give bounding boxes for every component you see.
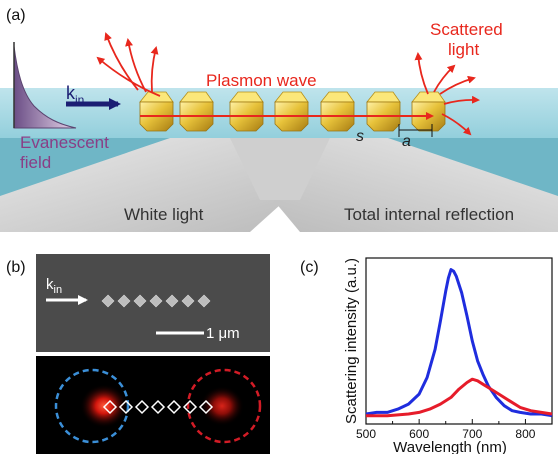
darkfield-particle	[182, 399, 198, 415]
x-tick-label: 800	[515, 427, 535, 441]
series-line-red	[366, 377, 553, 418]
beam-overlap	[230, 138, 330, 200]
darkfield-particle	[134, 399, 150, 415]
y-axis-label: Scattering intensity (a.u.)	[343, 258, 360, 424]
white-light-label: White light	[124, 205, 204, 224]
plasmon-wave-label: Plasmon wave	[206, 71, 317, 90]
scale-bar-label: 1 μm	[206, 325, 240, 342]
nanocube	[274, 91, 309, 132]
x-tick-label: 700	[462, 427, 482, 441]
sem-particle	[165, 294, 179, 308]
sem-particle	[149, 294, 163, 308]
nanoparticle-chain	[139, 91, 446, 132]
scattered-light-arrows	[96, 32, 480, 136]
scatter-arrow	[150, 46, 159, 93]
scatter-arrow	[104, 32, 139, 91]
x-axis-label: Wavelength (nm)	[393, 439, 507, 454]
nanocube	[179, 91, 214, 132]
darkfield-particle	[150, 399, 166, 415]
s-label: s	[356, 128, 364, 145]
scatter-arrow	[439, 75, 476, 95]
nanocube	[411, 91, 446, 132]
scatter-arrow	[414, 52, 429, 95]
chart-series	[365, 268, 553, 418]
sem-particle	[181, 294, 195, 308]
k-in-label: kin	[66, 83, 84, 107]
nanocube	[366, 91, 401, 132]
darkfield-particles	[102, 399, 214, 415]
right-glow	[200, 386, 244, 426]
evanescent-label-line1: Evanescent	[20, 133, 109, 152]
panel-c: (c) 500 600 700 800 Wavelength (nm) Scatter…	[300, 257, 553, 454]
tir-label: Total internal reflection	[344, 205, 514, 224]
sem-k-in-label: kin	[46, 276, 62, 296]
panel-a-label: (a)	[6, 7, 26, 24]
sem-particle	[197, 294, 211, 308]
scatter-arrow	[443, 95, 480, 105]
a-label: a	[402, 133, 411, 150]
x-tick-label: 500	[356, 427, 376, 441]
scatter-arrow	[433, 64, 456, 93]
panel-b-label: (b)	[6, 259, 26, 276]
sem-particle	[117, 294, 131, 308]
darkfield-particle	[198, 399, 214, 415]
darkfield-particle	[118, 399, 134, 415]
x-axis-ticks: 500 600 700 800	[356, 419, 536, 441]
nanocube	[139, 91, 174, 132]
scatter-arrow	[441, 113, 472, 136]
panel-b: (b) kin 1 μm	[6, 254, 270, 454]
darkfield-particle	[102, 399, 118, 415]
nanocube	[320, 91, 355, 132]
left-dashed-circle	[54, 368, 130, 444]
scatter-arrow	[96, 56, 161, 97]
sem-particle	[133, 294, 147, 308]
x-tick-label: 600	[409, 427, 429, 441]
panel-c-label: (c)	[300, 259, 319, 276]
series-line-blue	[365, 268, 553, 418]
sem-particle	[101, 294, 115, 308]
darkfield-particle	[166, 399, 182, 415]
evanescent-field	[13, 42, 77, 129]
right-dashed-circle	[186, 368, 262, 444]
sem-particles	[101, 294, 211, 308]
scattered-label-line2: light	[448, 40, 479, 59]
scattered-label-line1: Scattered	[430, 20, 503, 39]
evanescent-label-line2: field	[20, 153, 51, 172]
nanocube	[229, 91, 264, 132]
panel-a: kin Evanescent field Plasmon wave s a Sc…	[0, 7, 558, 232]
